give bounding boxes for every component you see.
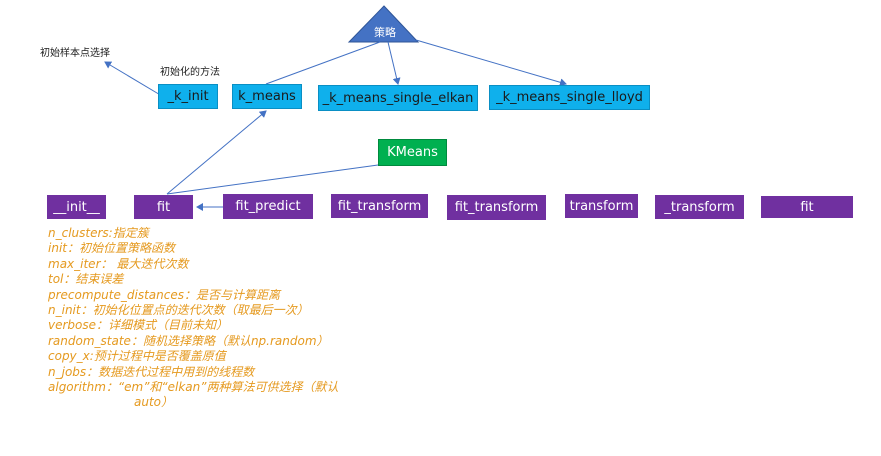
link-kmeans-class-to-fit	[166, 164, 379, 195]
arrow-strategy-to-elkan	[387, 41, 401, 85]
param-tol: tol：结束误差	[48, 272, 124, 287]
arrow-strategy-to-lloyd	[415, 39, 567, 87]
param-algorithm: algorithm：“em”和“elkan”两种算法可供选择（默认	[48, 380, 339, 395]
param-n-jobs: n_jobs：数据迭代过程中用到的线程数	[48, 364, 255, 379]
parameter-list: n_clusters:指定簇 init：初始位置策略函数 max_iter： 最…	[48, 226, 338, 411]
param-copy-x: copy_x:预计过程中是否覆盖原值	[48, 349, 226, 364]
k-means-box[interactable]: k_means	[232, 84, 302, 109]
param-random-state: random_state：随机选择策略（默认np.random）	[48, 333, 329, 348]
fit-transform-method-box-1[interactable]: fit_transform	[331, 194, 428, 218]
param-n-clusters: n_clusters:指定簇	[48, 226, 149, 240]
param-n-init: n_init：初始化位置点的迭代次数（取最后一次）	[48, 303, 309, 318]
arrow-kinit-to-init-sample	[104, 61, 163, 97]
strategy-triangle	[347, 5, 420, 43]
k-init-box[interactable]: _k_init	[158, 84, 218, 109]
arrow-fit-to-kmeans	[166, 110, 267, 195]
fit-predict-method-box[interactable]: fit_predict	[223, 194, 313, 219]
fit-transform-method-box-2[interactable]: fit_transform	[447, 195, 546, 220]
param-verbose: verbose：详细模式（目前未知）	[48, 318, 229, 333]
link-kmeans-to-strategy	[265, 41, 381, 85]
param-algorithm-continued: auto）	[134, 395, 174, 410]
k-means-single-lloyd-box[interactable]: _k_means_single_lloyd	[489, 85, 650, 110]
param-precompute-distances: precompute_distances：是否与计算距离	[48, 287, 280, 302]
init-method-note: 初始化的方法	[160, 67, 220, 78]
fit-method-box-2[interactable]: fit	[761, 196, 853, 218]
k-means-single-elkan-box[interactable]: _k_means_single_elkan	[318, 85, 478, 111]
fit-method-box[interactable]: fit	[134, 195, 193, 219]
private-transform-method-box[interactable]: _transform	[655, 195, 744, 219]
strategy-label: 策略	[374, 26, 396, 39]
transform-method-box[interactable]: transform	[565, 194, 638, 218]
param-max-iter: max_iter： 最大迭代次数	[48, 256, 189, 271]
init-sample-note: 初始样本点选择	[40, 48, 110, 59]
kmeans-class-box[interactable]: KMeans	[378, 139, 447, 166]
init-method-box[interactable]: __init__	[47, 195, 106, 219]
param-init: init：初始位置策略函数	[48, 241, 175, 256]
